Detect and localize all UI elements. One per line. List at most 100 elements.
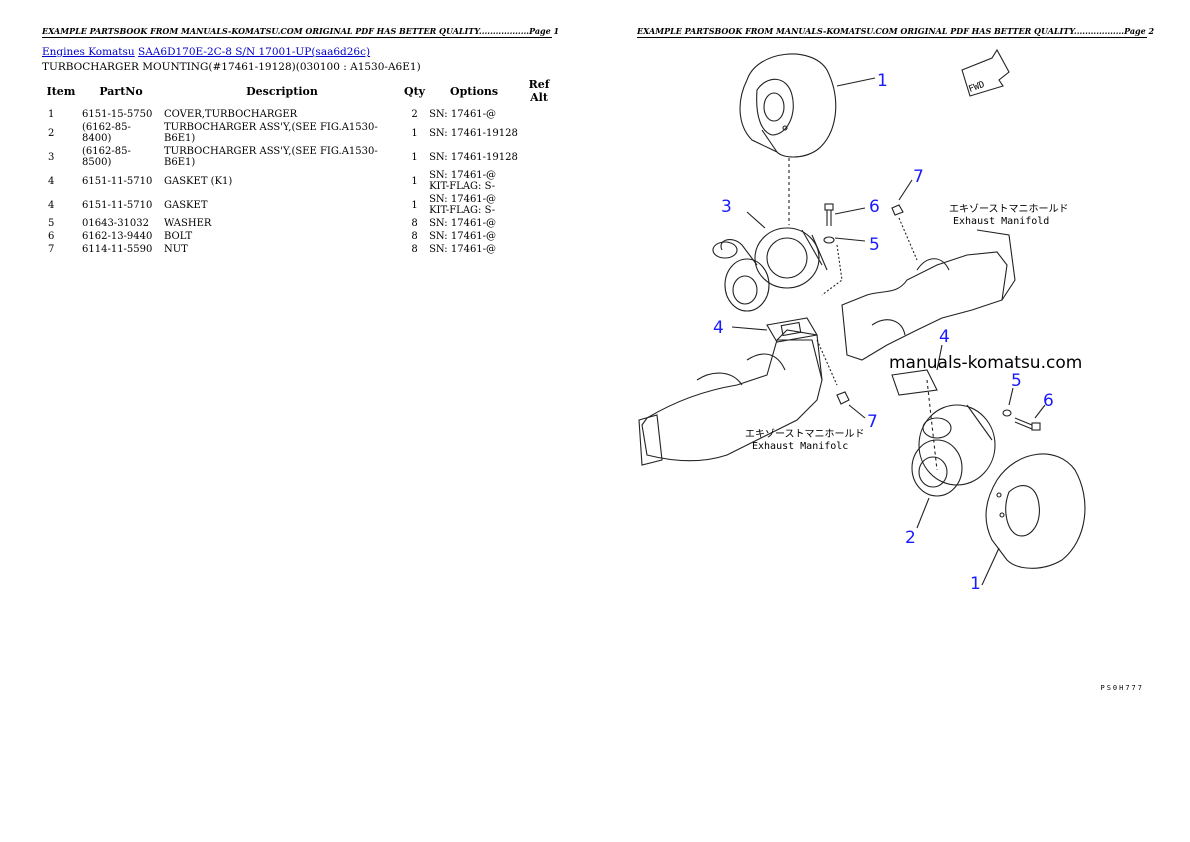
page-1: EXAMPLE PARTSBOOK FROM MANUALS-KOMATSU.C… (42, 26, 560, 256)
table-row: 6 6162-13-9440 BOLT 8 SN: 17461-@ (42, 230, 557, 243)
cell-ref-alt (521, 108, 557, 121)
table-header-row: Item PartNo Description Qty Options Ref … (42, 76, 557, 108)
cell-ref-alt (521, 193, 557, 217)
cell-opt: SN: 17461-@ KIT-FLAG: S- (429, 170, 497, 192)
turbocharger-right (911, 404, 996, 497)
watermark: manuals-komatsu.com (889, 353, 1082, 373)
cell-desc: GASKET (K1) (164, 175, 233, 187)
col-qty: Qty (404, 84, 426, 98)
turbo-cover-bottom (985, 453, 1086, 569)
cell-item: 6 (48, 231, 55, 242)
cell-ref-alt (521, 243, 557, 256)
cell-ref-alt (521, 217, 557, 230)
cell-qty: 1 (411, 199, 418, 211)
callout-1-bottom: 1 (970, 574, 981, 594)
fwd-arrow-icon (961, 48, 1010, 97)
nut-left (836, 391, 850, 405)
cell-opt: SN: 17461-@ (429, 244, 497, 255)
cell-desc: TURBOCHARGER ASS'Y,(SEE FIG.A1530-B6E1) (164, 146, 378, 168)
page-header: EXAMPLE PARTSBOOK FROM MANUALS-KOMATSU.C… (42, 26, 560, 38)
callout-7-top: 7 (913, 167, 924, 187)
table-row: 3 (6162-85-8500) TURBOCHARGER ASS'Y,(SEE F… (42, 145, 557, 169)
cell-item: 1 (48, 109, 55, 120)
washer-upper (823, 236, 835, 244)
cell-partno: (6162-85-8500) (82, 146, 131, 168)
cell-desc: TURBOCHARGER ASS'Y,(SEE FIG.A1530-B6E1) (164, 122, 378, 144)
cell-opt: SN: 17461-@ KIT-FLAG: S- (429, 194, 497, 216)
cell-partno: 6151-11-5710 (82, 199, 153, 211)
cell-opt: SN: 17461-@ (429, 231, 497, 242)
cell-qty: 1 (411, 151, 418, 163)
gasket-right (891, 369, 938, 396)
table-row: 4 6151-11-5710 GASKET (K1) 1 SN: 17461-@ KIT… (42, 169, 557, 193)
callout-5-bottom: 5 (1011, 371, 1022, 391)
fwd-label: FWD (967, 80, 986, 95)
exhaust-manifold-left (638, 329, 823, 466)
cell-item: 4 (48, 175, 55, 187)
cell-partno: 6162-13-9440 (82, 231, 153, 242)
cell-partno: 01643-31032 (82, 218, 150, 229)
cell-opt: SN: 17461-19128 (429, 151, 518, 163)
cell-qty: 1 (411, 127, 418, 139)
figure-code: PS0H777 (1100, 684, 1144, 692)
link-engines-komatsu[interactable]: Engines Komatsu (42, 46, 135, 58)
cell-qty: 8 (411, 244, 418, 255)
exploded-parts-diagram: エキゾーストマニホールド Exhaust Manifold エキゾーストマニホー… (638, 48, 1086, 594)
manifold-label-en-top: Exhaust Manifold (953, 216, 1049, 227)
callout-7-bottom: 7 (867, 412, 878, 432)
cell-item: 7 (48, 244, 55, 255)
cell-qty: 8 (411, 218, 418, 229)
col-ref-alt: Ref Alt (528, 78, 550, 104)
bolt-right (1014, 417, 1041, 431)
callout-1-top: 1 (877, 71, 888, 91)
cell-item: 2 (48, 127, 55, 139)
cell-qty: 8 (411, 231, 418, 242)
turbo-cover-top (739, 53, 837, 158)
gasket-left (766, 317, 818, 343)
callout-3: 3 (721, 197, 732, 217)
page-header-2: EXAMPLE PARTSBOOK FROM MANUALS-KOMATSU.C… (637, 26, 1155, 38)
cell-desc: WASHER (164, 218, 212, 229)
col-partno: PartNo (99, 84, 143, 98)
callout-6-top: 6 (869, 197, 880, 217)
turbocharger-left (712, 227, 828, 312)
link-model[interactable]: SAA6D170E-2C-8 S/N 17001-UP(saa6d26c) (138, 46, 371, 58)
cell-ref-alt (521, 169, 557, 193)
cell-desc: BOLT (164, 231, 193, 242)
table-row: 7 6114-11-5590 NUT 8 SN: 17461-@ (42, 243, 557, 256)
cell-ref-alt (521, 145, 557, 169)
col-description: Description (246, 84, 318, 98)
gasket-left-hole (780, 321, 802, 337)
washer-right (1002, 409, 1012, 417)
callout-4-left: 4 (713, 318, 724, 338)
nut-right (891, 204, 904, 216)
col-options: Options (450, 84, 499, 98)
cell-qty: 1 (411, 175, 418, 187)
cell-partno: 6114-11-5590 (82, 244, 153, 255)
manifold-label-jp-top: エキゾーストマニホールド (949, 203, 1069, 215)
table-row: 2 (6162-85-8400) TURBOCHARGER ASS'Y,(SEE F… (42, 121, 557, 145)
page-2: EXAMPLE PARTSBOOK FROM MANUALS-KOMATSU.C… (595, 0, 1190, 842)
breadcrumb: Engines Komatsu SAA6D170E-2C-8 S/N 17001… (42, 46, 370, 58)
cell-desc: GASKET (164, 199, 208, 211)
cell-desc: NUT (164, 244, 188, 255)
callout-2: 2 (905, 528, 916, 548)
cell-partno: 6151-11-5710 (82, 175, 153, 187)
cell-qty: 2 (411, 109, 418, 120)
cell-opt: SN: 17461-@ (429, 109, 497, 120)
cell-opt: SN: 17461-19128 (429, 127, 518, 139)
callout-5-top: 5 (869, 235, 880, 255)
manifold-label-jp-bottom: エキゾーストマニホールド (745, 428, 865, 440)
parts-table: Item PartNo Description Qty Options Ref … (42, 76, 557, 256)
cell-partno: (6162-85-8400) (82, 122, 131, 144)
cell-item: 3 (48, 151, 55, 163)
bolt-upper (824, 203, 834, 226)
exhaust-manifold-right (841, 229, 1016, 361)
section-title: TURBOCHARGER MOUNTING(#17461-19128)(0301… (42, 61, 421, 73)
callout-4-right: 4 (939, 327, 950, 347)
callout-6-bottom: 6 (1043, 391, 1054, 411)
cell-desc: COVER,TURBOCHARGER (164, 109, 298, 120)
